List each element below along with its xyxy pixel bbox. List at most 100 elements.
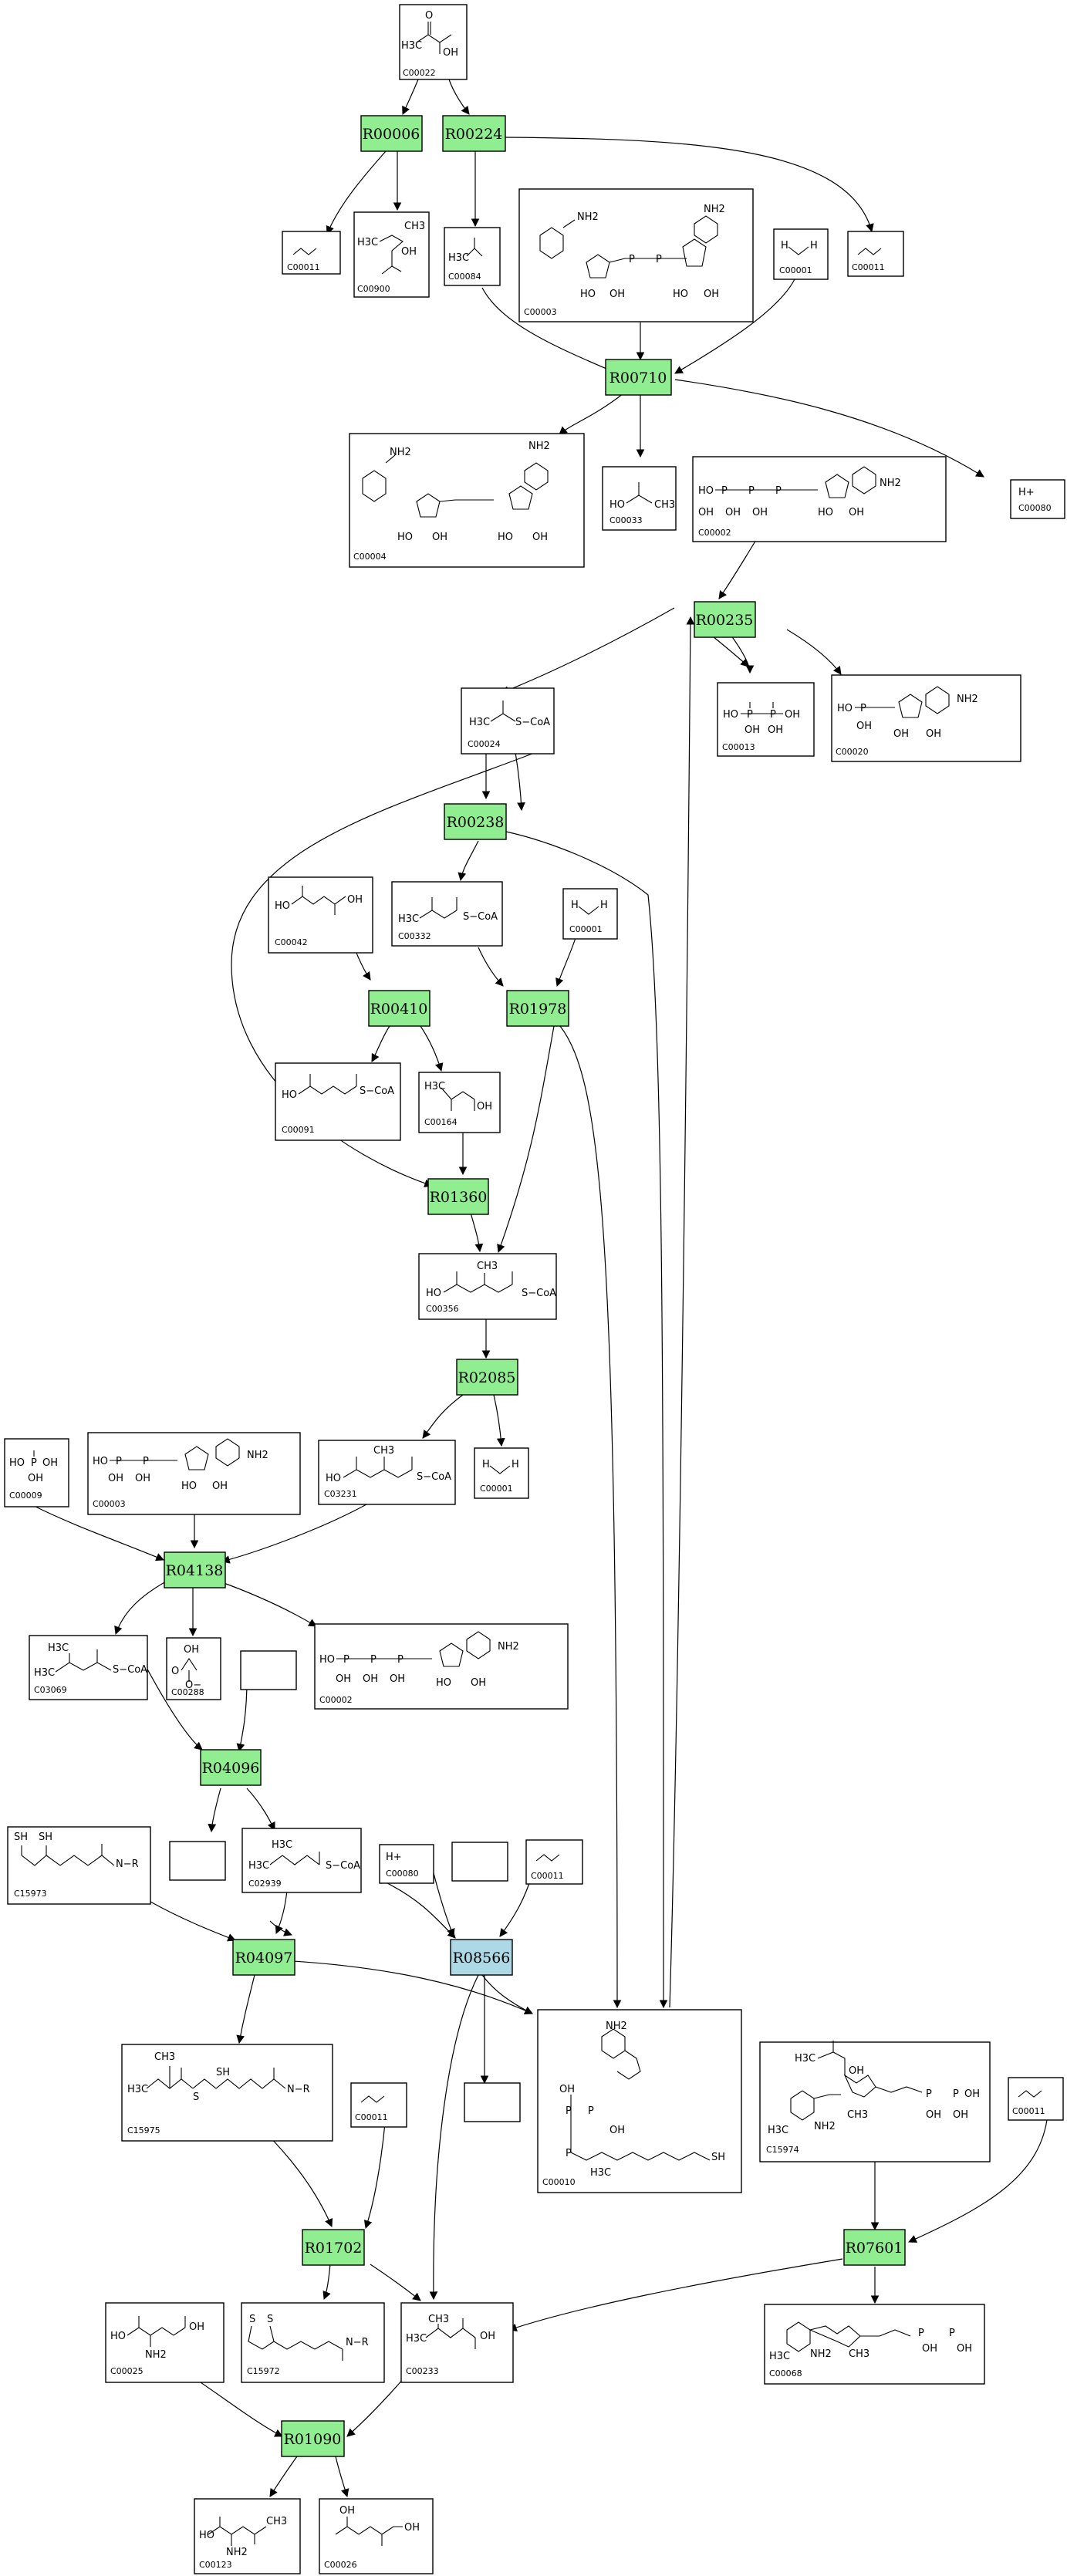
atom-label: CH3 [404,221,425,232]
atom-label: H3C [424,1081,445,1092]
compound-id: C03231 [324,1489,357,1499]
compound-c00042[interactable]: HO OH C00042 [268,876,373,954]
compound-c00011[interactable]: C00011 [282,231,341,275]
atom-label: OH [347,894,363,906]
reaction-r00410[interactable]: R00410 [368,990,431,1027]
compound-placeholder[interactable] [464,2082,521,2122]
compound-c00900[interactable]: CH3 H3C OH C00900 [353,211,430,298]
reaction-r04097[interactable]: R04097 [232,1939,295,1976]
compound-placeholder[interactable] [169,1841,226,1881]
compound-c00002[interactable]: HO P P P NH2 OH OH OH HO OH C00002 [314,1623,569,1710]
atom-label: HO [426,1288,441,1299]
compound-id: C00001 [779,265,812,275]
compound-c03231[interactable]: HO CH3 S−CoA C03231 [318,1440,456,1505]
compound-c03069[interactable]: H3C H3C S−CoA C03069 [29,1635,148,1700]
atom-label: HO [110,2331,126,2342]
reaction-r02085[interactable]: R02085 [456,1359,518,1396]
compound-id: C15972 [247,2366,280,2376]
atom-label: OH [768,724,783,736]
reaction-r00224[interactable]: R00224 [442,115,506,152]
compound-c00025[interactable]: HO OH NH2 C00025 [105,2302,225,2383]
compound-c00001[interactable]: H H C00001 [773,228,829,280]
compound-c00288[interactable]: OH O O− C00288 [166,1637,221,1700]
compound-id: C00288 [171,1687,204,1697]
compound-c15972[interactable]: S S N−R C15972 [241,2302,385,2383]
atom-label: OH [926,2109,941,2121]
compound-c00024[interactable]: H3C S−CoA C00024 [461,687,555,755]
compound-placeholder[interactable] [451,1842,508,1882]
reaction-r00235[interactable]: R00235 [694,601,756,638]
compound-c00011[interactable]: C00011 [350,2082,407,2128]
compound-c00001[interactable]: H H C00001 [474,1447,529,1499]
compound-c15973[interactable]: SH SH N−R C15973 [7,1826,151,1905]
atom-label: H3C [768,2125,788,2136]
compound-c15974[interactable]: H3C OH H3C NH2 CH3 P P OH OH OH C15974 [759,2041,991,2162]
reaction-label: R01360 [430,1189,488,1206]
compound-c00356[interactable]: HO CH3 S−CoA C00356 [418,1253,557,1320]
compound-c00123[interactable]: CH3 NH2 HO C00123 [194,2498,301,2574]
atom-label: HO [397,532,413,543]
atom-label: OH [390,1673,405,1685]
compound-c00084[interactable]: H3C C00084 [444,227,501,286]
compound-c00026[interactable]: OH OH C00026 [319,2498,434,2574]
reaction-r04096[interactable]: R04096 [200,1749,262,1786]
reaction-label: R01978 [509,1001,567,1018]
compound-id: C00009 [9,1491,42,1501]
atom-label: CH3 [849,2348,869,2360]
atom-label: S−CoA [463,911,498,923]
reaction-r04138[interactable]: R04138 [164,1551,226,1588]
compound-c00068[interactable]: H3C NH2 CH3 P P OH OH C00068 [764,2304,985,2385]
atom-label: H+ [1018,487,1035,498]
compound-placeholder[interactable] [240,1650,297,1690]
compound-id: C00001 [480,1484,513,1494]
reaction-r01702[interactable]: R01702 [302,2229,365,2266]
reaction-r01360[interactable]: R01360 [427,1178,489,1215]
reaction-r00238[interactable]: R00238 [444,803,507,840]
reaction-r07601[interactable]: R07601 [843,2229,906,2266]
atom-label: O [425,10,433,22]
compound-c00013[interactable]: HO P P OH OH OH C00013 [717,682,815,757]
compound-c00022[interactable]: O H3C OH C00022 [399,4,468,80]
reaction-r01090[interactable]: R01090 [281,2420,345,2457]
compound-c00332[interactable]: H3C S−CoA C00332 [391,881,503,947]
reaction-r01978[interactable]: R01978 [506,990,569,1027]
compound-c00011[interactable]: C00011 [847,231,904,277]
compound-c00003[interactable]: HO P P NH2 OH OH HO OH C00003 [87,1432,301,1515]
atom-label: OH [785,709,800,721]
atom-label: OH [849,2065,864,2077]
atom-label: P [953,2088,959,2100]
reaction-label: R00224 [445,126,503,143]
compound-c00080[interactable]: H+ C00080 [379,1844,434,1884]
compound-c00009[interactable]: HO P OH OH C00009 [4,1438,69,1507]
compound-c00091[interactable]: HO S−CoA C00091 [275,1062,401,1141]
compound-c00164[interactable]: H3C OH C00164 [418,1072,501,1133]
reaction-r08566[interactable]: R08566 [450,1939,513,1976]
compound-c00010[interactable]: NH2 OH P P P H3C OH SH C00010 [537,2009,742,2193]
compound-c00080[interactable]: H+ C00080 [1010,479,1065,519]
compound-c00033[interactable]: HO CH3 C00033 [602,466,677,531]
atom-label: NH2 [810,2348,832,2360]
reaction-label: R01090 [284,2431,342,2448]
atom-label: HO [723,709,738,721]
compound-c02939[interactable]: H3C H3C S−CoA C02939 [241,1828,362,1893]
atom-label: H3C [48,1642,69,1654]
compound-c00001[interactable]: H H C00001 [562,888,618,940]
atom-label: OH [432,532,447,543]
compound-c00233[interactable]: CH3 H3C OH C00233 [400,2302,514,2383]
compound-c00002[interactable]: HO P P P NH2 OH OH OH HO OH C00002 [692,456,947,542]
reaction-r00710[interactable]: R00710 [605,359,672,396]
reaction-r00006[interactable]: R00006 [360,115,423,152]
compound-c15975[interactable]: CH3 H3C S SH N−R C15975 [121,2044,333,2142]
compound-c00004[interactable]: NH2 NH2 HO OH HO OH C00004 [349,433,585,568]
compound-c00011[interactable]: C00011 [1008,2077,1064,2121]
atom-label: OH [363,1673,378,1685]
compound-c00011[interactable]: C00011 [525,1839,583,1885]
compound-c00003[interactable]: NH2 P P NH2 HO OH HO OH C00003 [518,188,754,322]
compound-c00020[interactable]: HO P NH2 OH OH OH C00020 [831,674,1021,762]
atom-label: NH2 [247,1450,268,1461]
atom-label: OH [725,507,741,518]
compound-id: C00164 [424,1117,458,1127]
atom-label: OH [957,2343,972,2355]
atom-label: H [600,900,608,911]
